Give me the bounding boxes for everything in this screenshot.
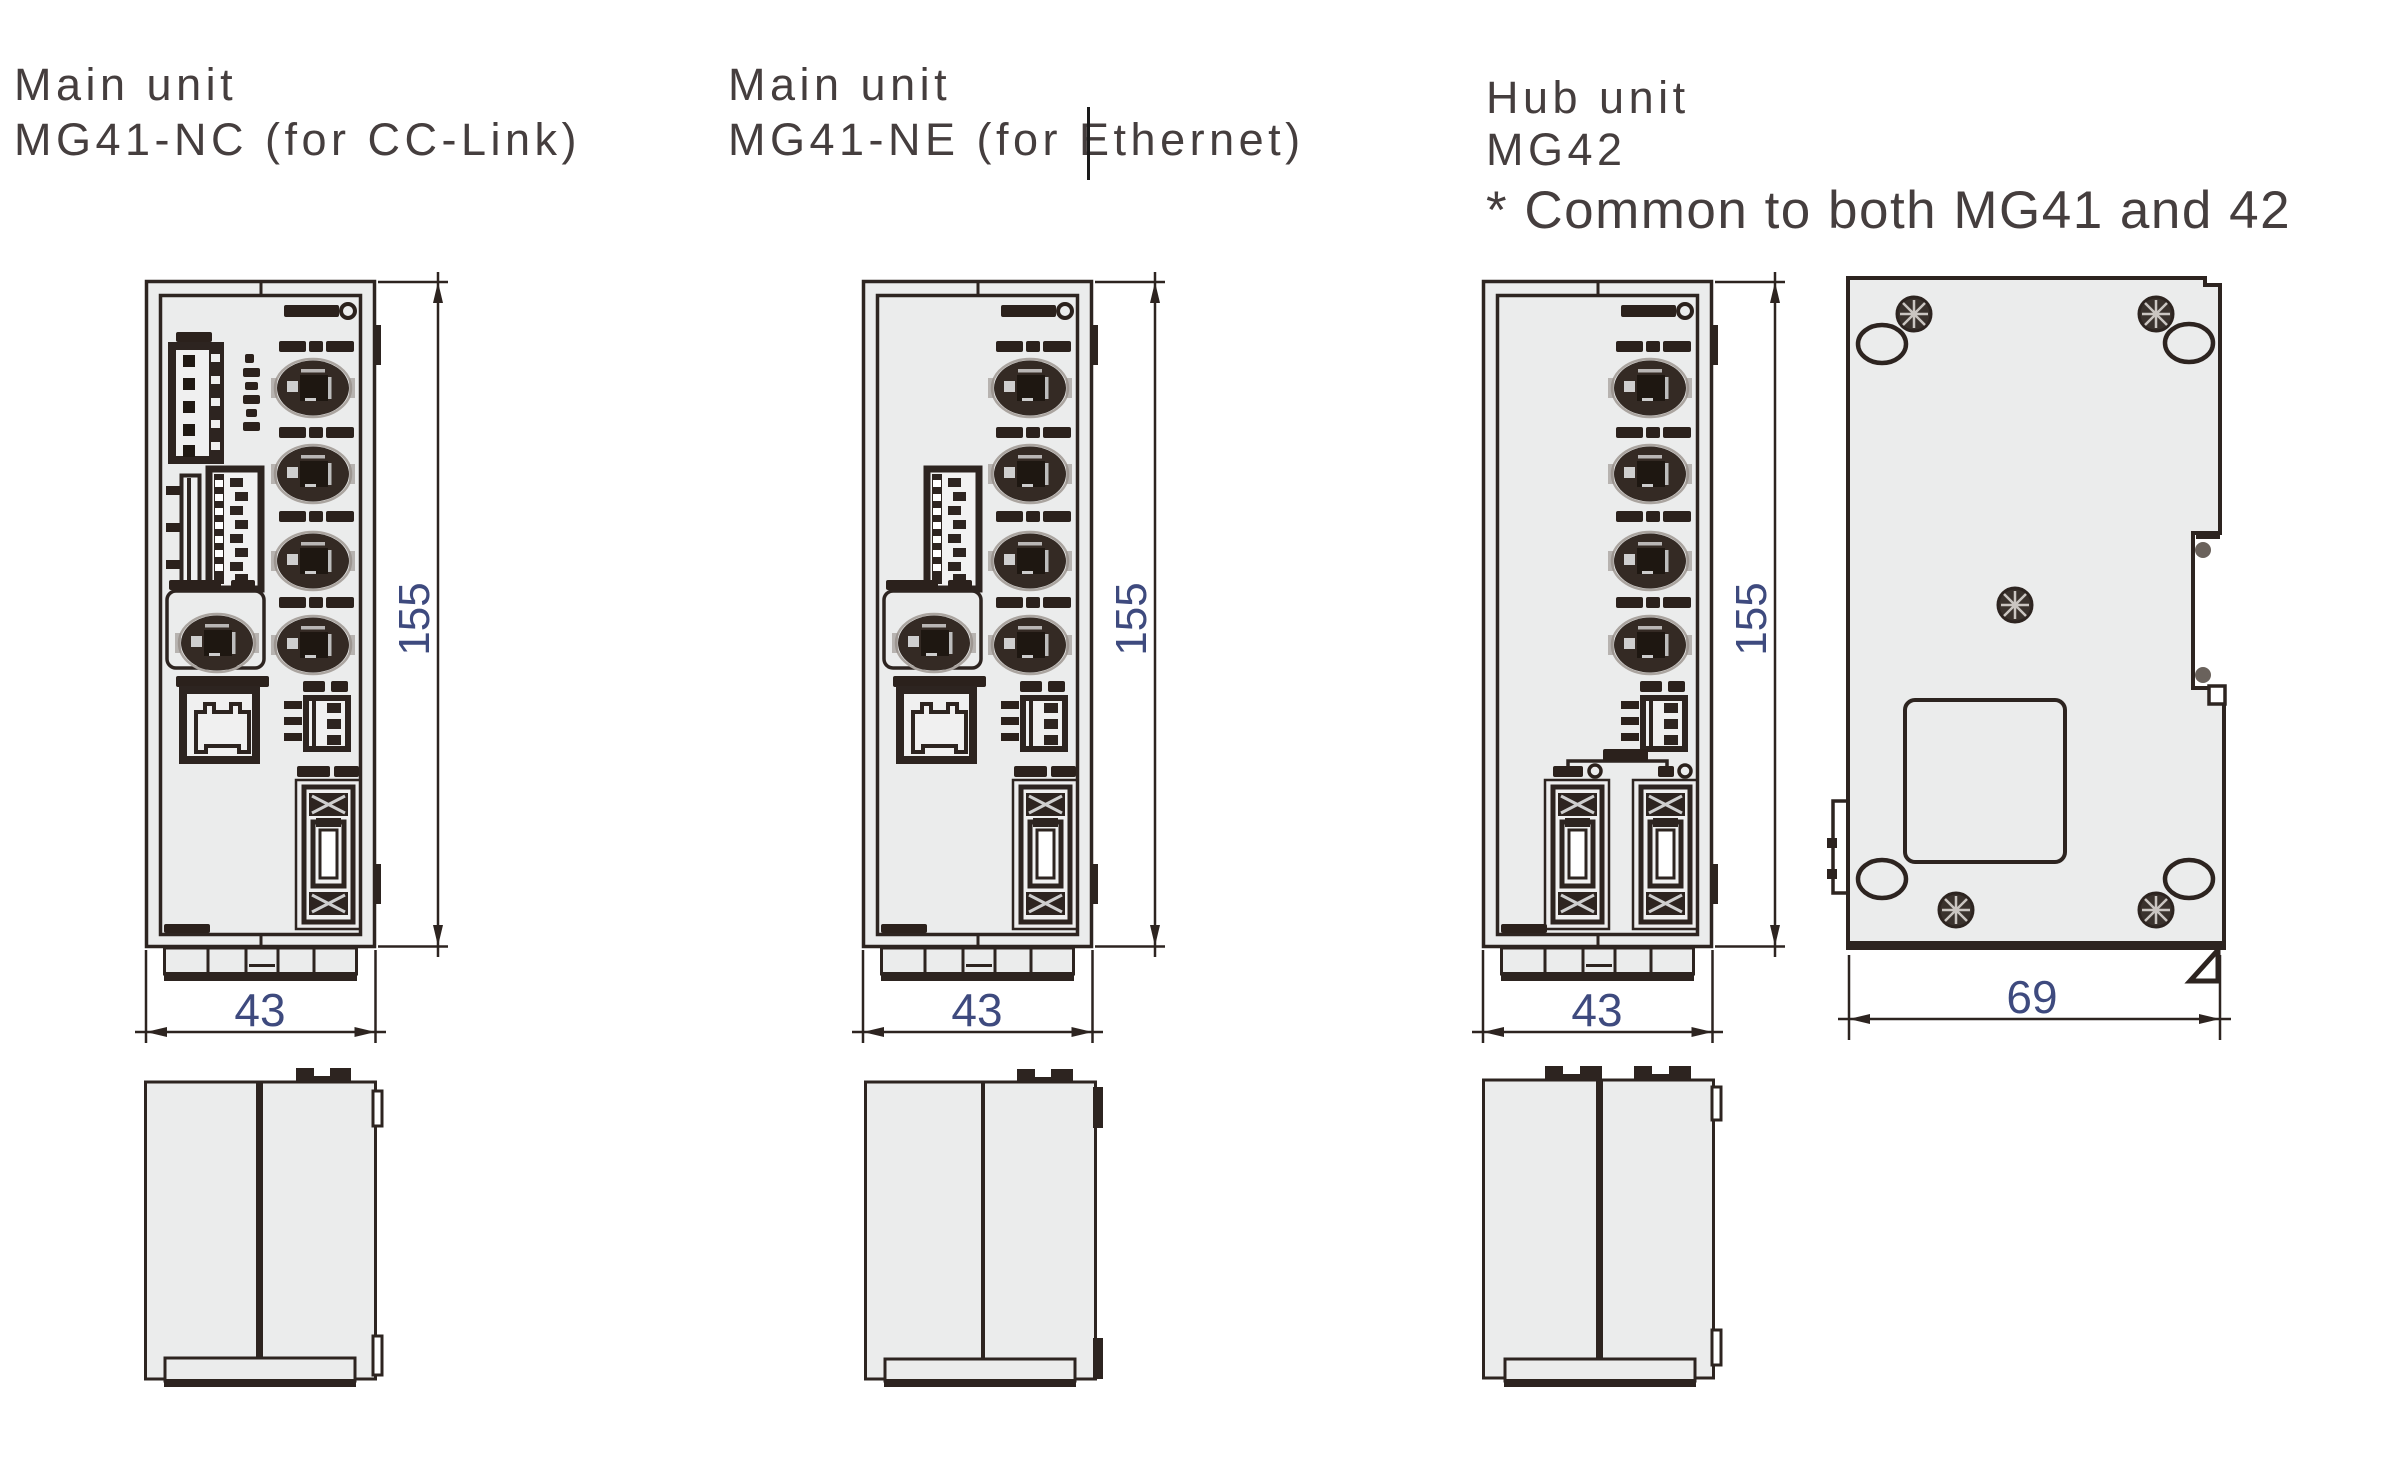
svg-text:MG41-NE (for Ethernet): MG41-NE (for Ethernet) — [728, 114, 1305, 165]
svg-text:43: 43 — [1571, 984, 1622, 1036]
svg-text:Main unit: Main unit — [728, 59, 951, 110]
svg-text:155: 155 — [1727, 582, 1776, 655]
svg-text:MG41-NC (for CC-Link): MG41-NC (for CC-Link) — [14, 114, 581, 165]
svg-text:43: 43 — [951, 984, 1002, 1036]
svg-text:Main unit: Main unit — [14, 59, 237, 110]
svg-text:69: 69 — [2006, 971, 2057, 1023]
svg-text:MG42: MG42 — [1486, 124, 1627, 175]
svg-text:43: 43 — [234, 984, 285, 1036]
svg-text:* Common to both MG41 and 42: * Common to both MG41 and 42 — [1486, 181, 2291, 240]
svg-text:155: 155 — [1107, 582, 1156, 655]
svg-text:155: 155 — [390, 582, 439, 655]
svg-text:Hub unit: Hub unit — [1486, 72, 1690, 123]
